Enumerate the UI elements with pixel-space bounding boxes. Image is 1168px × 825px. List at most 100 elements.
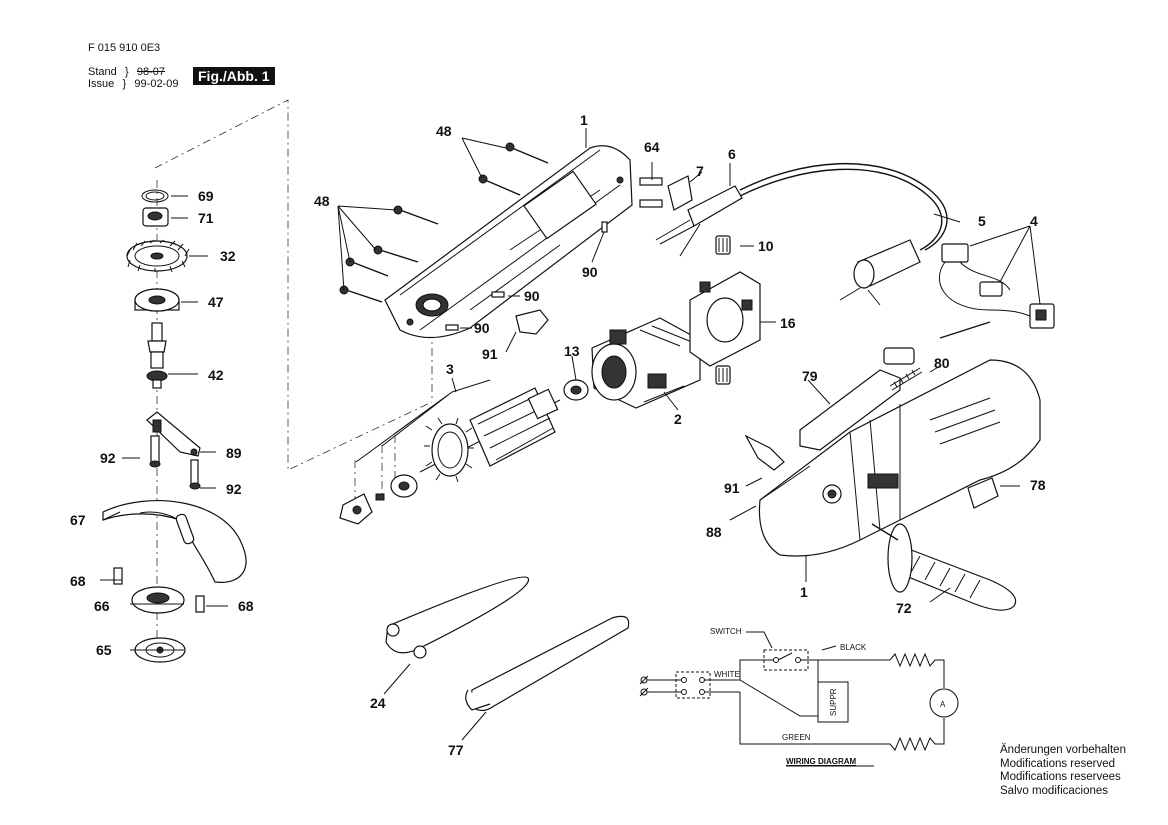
part-number-2: 2: [674, 411, 682, 427]
stand-row: Stand } 98-07: [88, 66, 165, 79]
wiring-label-black: BLACK: [840, 643, 867, 652]
part-screw-68-right: [195, 595, 205, 613]
part-spindle: [146, 322, 168, 389]
part-fan-nut: [339, 493, 373, 525]
leader-lines: [100, 128, 1041, 741]
part-switch-button-78: [967, 477, 999, 509]
part-gear-housing: [384, 145, 633, 339]
part-armature: [419, 387, 561, 483]
stand-value: 98-07: [136, 66, 166, 78]
wiring-diagram: SWITCH BLACK A GREEN WHITE SUP: [639, 627, 959, 767]
part-bearing-13: [563, 379, 589, 401]
note-line: Modifications reservees: [1000, 771, 1121, 783]
part-number-3: 3: [446, 361, 454, 377]
stand-label: Stand: [88, 66, 117, 78]
part-carbon-brush-10: [715, 235, 731, 255]
part-screw-92-right: [189, 459, 201, 490]
part-plug: [839, 239, 921, 306]
part-number-72: 72: [896, 600, 912, 616]
part-pins-90: [445, 221, 608, 331]
part-cord-clamp-7: [639, 175, 693, 211]
issue-row: Issue } 99-02-09: [88, 78, 178, 91]
part-number-88: 88: [706, 524, 722, 540]
part-number-5: 5: [978, 213, 986, 229]
assembly-boundary-line: [154, 99, 433, 471]
issue-value: 99-02-09: [134, 78, 179, 90]
part-small-screw: [375, 493, 385, 501]
part-cord-sleeve-6: [655, 185, 743, 257]
part-number-77: 77: [448, 742, 464, 758]
part-number-66: 66: [94, 598, 110, 614]
part-screws-48-top: [478, 142, 549, 196]
part-number-90-a: 90: [582, 264, 598, 280]
part-number-92-left: 92: [100, 450, 116, 466]
part-number-91-left: 91: [482, 346, 498, 362]
note-line: Salvo modificaciones: [1000, 784, 1109, 797]
part-bearing-71: [142, 207, 169, 227]
part-number-1-bottom: 1: [800, 584, 808, 600]
part-number-79: 79: [802, 368, 818, 384]
part-number-67: 67: [70, 512, 86, 528]
part-retaining-ring: [141, 189, 169, 203]
part-open-wrench-77: [465, 615, 630, 712]
part-number-92-right: 92: [226, 481, 242, 497]
part-number-4: 4: [1030, 213, 1038, 229]
part-motor-housing: [758, 359, 1041, 557]
wiring-label-suppr: SUPPR: [829, 688, 838, 716]
note-line: Änderungen vorbehalten: [1000, 744, 1126, 756]
part-number-65: 65: [96, 642, 112, 658]
part-number-6: 6: [728, 146, 736, 162]
part-pin-wrench-24: [385, 576, 530, 659]
motor-symbol: A: [940, 700, 946, 709]
part-spring-80: [889, 367, 923, 391]
note-line: Modifications reserved: [1000, 757, 1116, 770]
part-carbon-brush-lower: [715, 365, 731, 385]
part-number-13: 13: [564, 343, 580, 359]
part-flange-66: [131, 586, 185, 614]
part-number-48-top: 48: [436, 123, 452, 139]
part-number-labels: 69 71 32 47 42 89 92 92 67 68 66 68 65 1…: [70, 112, 1046, 758]
part-number-48-left: 48: [314, 193, 330, 209]
part-number-42: 42: [208, 367, 224, 383]
part-guard: [102, 500, 247, 583]
part-spindle-lock-91: [515, 309, 549, 335]
part-number-78: 78: [1030, 477, 1046, 493]
part-number-90-c: 90: [474, 320, 490, 336]
part-number-16: 16: [780, 315, 796, 331]
part-power-cord-5: [739, 162, 948, 251]
part-number-32: 32: [220, 248, 236, 264]
figure-label: Fig./Abb. 1: [193, 67, 275, 85]
part-bevel-gear: [126, 239, 190, 273]
part-screw-68-left: [113, 567, 123, 585]
part-number-7: 7: [696, 163, 704, 179]
part-brush-holder-16: [689, 271, 761, 367]
wiring-diagram-title: WIRING DIAGRAM: [786, 757, 857, 766]
part-number-91-right: 91: [724, 480, 740, 496]
part-number-89: 89: [226, 445, 242, 461]
part-number-69: 69: [198, 188, 214, 204]
part-number-90-b: 90: [524, 288, 540, 304]
part-ball-bearing-47: [134, 288, 180, 312]
wiring-label-green: GREEN: [782, 733, 811, 742]
part-number-10: 10: [758, 238, 774, 254]
part-number-24: 24: [370, 695, 386, 711]
part-number-80: 80: [934, 355, 950, 371]
armature-axis-line: [354, 435, 396, 500]
part-lever-91-right: [744, 434, 785, 471]
part-field: [591, 317, 701, 409]
part-number-1-top: 1: [580, 112, 588, 128]
part-switch-slider-79: [799, 347, 915, 451]
part-screw-92-left: [149, 435, 161, 468]
wiring-label-white: WHITE: [714, 670, 740, 679]
part-number-71: 71: [198, 210, 214, 226]
part-side-handle-72: [871, 523, 1017, 611]
part-lever-89: [146, 411, 201, 457]
document-number: F 015 910 0E3: [88, 42, 161, 54]
part-number-47: 47: [208, 294, 224, 310]
brace-icon: }: [124, 66, 129, 78]
part-number-64: 64: [644, 139, 660, 155]
part-bearing-small: [390, 474, 418, 498]
modification-notes: Änderungen vorbehalten Modifications res…: [1000, 744, 1126, 798]
